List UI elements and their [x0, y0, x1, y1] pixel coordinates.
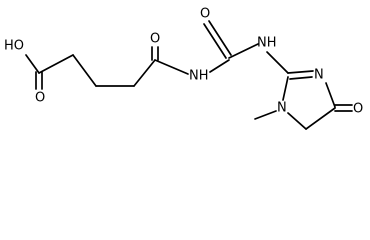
bond-ring-n1-c2 [282, 76, 289, 101]
acid-carbonyl-oxygen-label: O [35, 91, 45, 106]
bond-nitrogen-ring-carbon [266, 51, 289, 74]
bond-urea-nitrogen [228, 43, 259, 59]
urea-nitrogen-label: NH [257, 36, 277, 51]
bond-ring-n3-c4 [325, 82, 336, 108]
bond-chain-2 [72, 54, 97, 87]
bond-nitrogen-urea-carbon [209, 59, 230, 73]
imide-nitrogen-label: NH [189, 69, 209, 84]
ring-methyl-nitrogen-label: N [277, 101, 287, 116]
chemical-structure-diagram: HO O O NH O NH N N O [4, 7, 363, 130]
ring-imine-nitrogen-label: N [314, 68, 324, 83]
bond-ring-imine-1 [287, 70, 314, 74]
atom-labels: HO O O NH O NH N N O [4, 7, 363, 117]
bond-chain-4 [133, 59, 156, 87]
bond-ring-c4-c5 [305, 107, 336, 130]
bond-lines [25, 20, 353, 130]
bond-ring-c5-n1 [287, 112, 307, 130]
ring-carbonyl-oxygen-label: O [353, 102, 363, 117]
amide-carbonyl-oxygen-label: O [150, 32, 160, 47]
bond-amide-nitrogen [154, 59, 189, 75]
hydroxyl-label: HO [4, 39, 24, 54]
bond-urea-carbonyl-1 [203, 23, 227, 59]
bond-chain-1 [38, 54, 74, 74]
urea-carbonyl-oxygen-label: O [200, 7, 210, 22]
bond-methyl [254, 110, 277, 120]
bond-hydroxyl-carbon [25, 54, 40, 74]
bond-ring-imine-2 [289, 76, 313, 80]
bond-urea-carbonyl-2 [208, 20, 232, 56]
